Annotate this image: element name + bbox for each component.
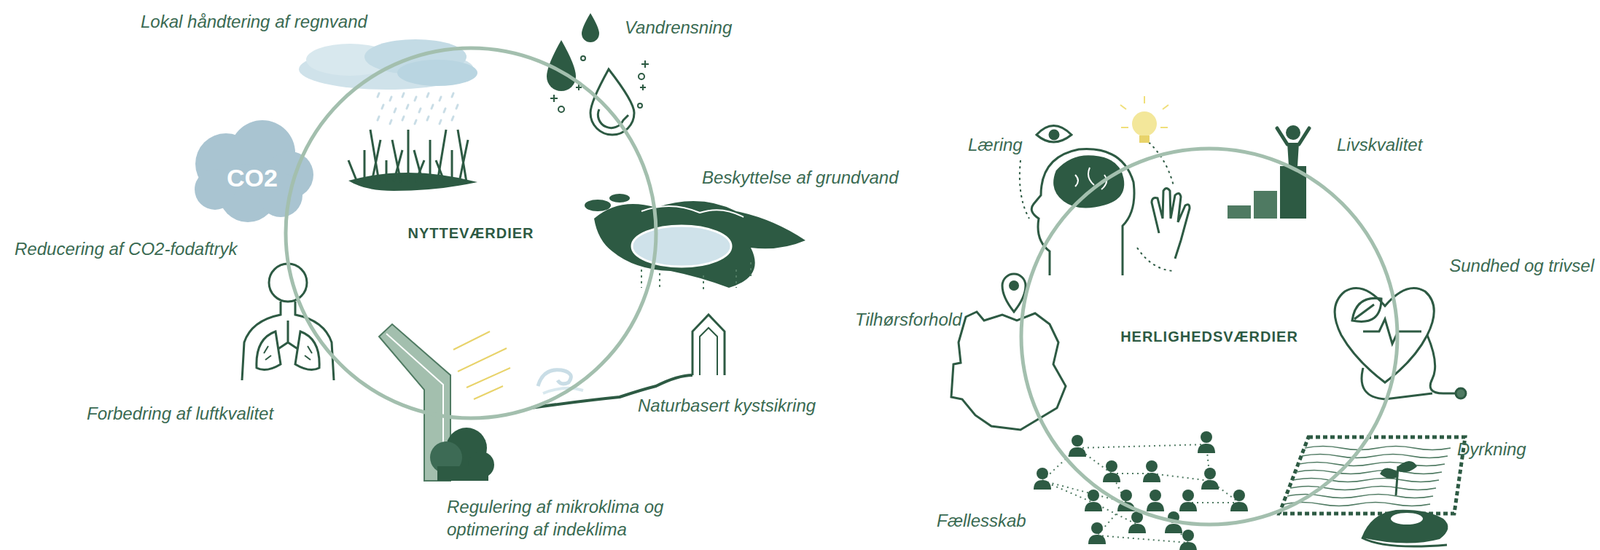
belonging-map	[951, 274, 1066, 431]
value-circle: HERLIGHEDSVÆRDIER	[1018, 145, 1401, 528]
rain-cloud	[298, 39, 478, 124]
community-network	[1033, 431, 1248, 550]
value-label: Naturbasert kystsikring	[637, 394, 816, 417]
value-label: Sundhed og trivsel	[1449, 254, 1595, 277]
value-label: Forbedring af luftkvalitet	[86, 402, 274, 425]
health-heart	[1334, 288, 1466, 401]
value-label: Beskyttelse af grundvand	[701, 166, 899, 189]
value-label: Reducering af CO2-fodaftryk	[14, 237, 237, 261]
wetland-grass	[348, 129, 478, 191]
circle-title: HERLIGHEDSVÆRDIER	[1120, 328, 1299, 346]
value-label: Læring	[968, 133, 1023, 156]
value-label: Tilhørsforhold	[855, 308, 963, 331]
learning-head	[1019, 126, 1190, 277]
cultivation-field	[1279, 437, 1466, 547]
value-label: Lokal håndtering af regnvand	[140, 10, 368, 33]
value-label: Livskvalitet	[1336, 133, 1423, 156]
value-label: Fællesskab	[936, 509, 1027, 533]
icon-text: CO2	[226, 161, 278, 194]
value-label: Vandrensning	[624, 16, 732, 39]
circle-title: NYTTEVÆRDIER	[407, 225, 534, 243]
groundwater-pond	[584, 193, 806, 291]
value-label: Regulering af mikroklima og optimering a…	[446, 495, 710, 541]
value-label: Dyrkning	[1457, 438, 1527, 461]
value-circle: NYTTEVÆRDIER	[282, 45, 659, 422]
lungs-person	[242, 263, 334, 381]
light-bulb	[1120, 96, 1169, 143]
